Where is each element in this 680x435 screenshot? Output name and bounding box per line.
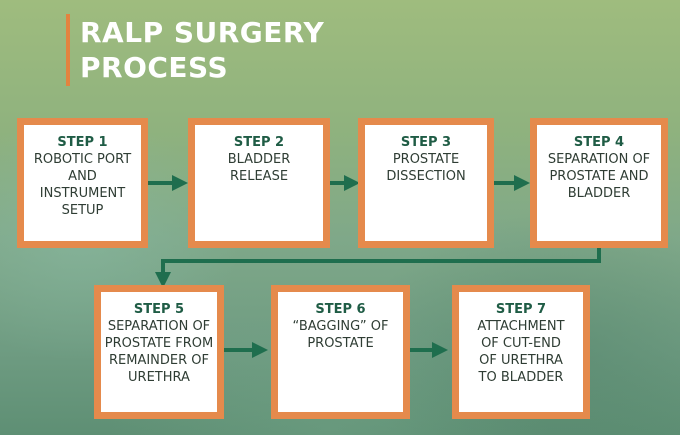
- step-description: “BAGGING” OF PROSTATE: [292, 319, 389, 351]
- arrow-step4-to-step5: [155, 248, 601, 288]
- step-label: STEP 4: [573, 135, 625, 150]
- step-6-box: STEP 6 “BAGGING” OF PROSTATE: [271, 285, 410, 419]
- step-description: SEPARATION OF PROSTATE AND BLADDER: [547, 152, 651, 201]
- step-description: ATTACHMENT OF CUT-END OF URETHRA TO BLAD…: [477, 319, 565, 385]
- page-title: RALP SURGERY PROCESS: [80, 15, 380, 85]
- step-2-box: STEP 2 BLADDER RELEASE: [188, 118, 330, 248]
- step-description: ROBOTIC PORT AND INSTRUMENT SETUP: [33, 152, 132, 218]
- step-4-box: STEP 4 SEPARATION OF PROSTATE AND BLADDE…: [530, 118, 668, 248]
- title-line-1: RALP SURGERY: [80, 16, 325, 49]
- step-label: STEP 6: [315, 302, 366, 317]
- step-3-box: STEP 3 PROSTATE DISSECTION: [358, 118, 494, 248]
- step-label: STEP 1: [57, 135, 108, 150]
- step-description: PROSTATE DISSECTION: [386, 152, 466, 184]
- step-5-box: STEP 5 SEPARATION OF PROSTATE FROM REMAI…: [94, 285, 224, 419]
- step-label: STEP 3: [400, 135, 452, 150]
- step-7-box: STEP 7 ATTACHMENT OF CUT-END OF URETHRA …: [452, 285, 590, 419]
- step-1-box: STEP 1 ROBOTIC PORT AND INSTRUMENT SETUP: [17, 118, 148, 248]
- step-label: STEP 7: [495, 302, 547, 317]
- step-label: STEP 5: [133, 302, 185, 317]
- step-description: BLADDER RELEASE: [227, 152, 291, 184]
- step-description: SEPARATION OF PROSTATE FROM REMAINDER OF…: [104, 319, 214, 385]
- title-accent-bar: [66, 14, 70, 86]
- title-line-2: PROCESS: [80, 51, 229, 84]
- step-label: STEP 2: [233, 135, 285, 150]
